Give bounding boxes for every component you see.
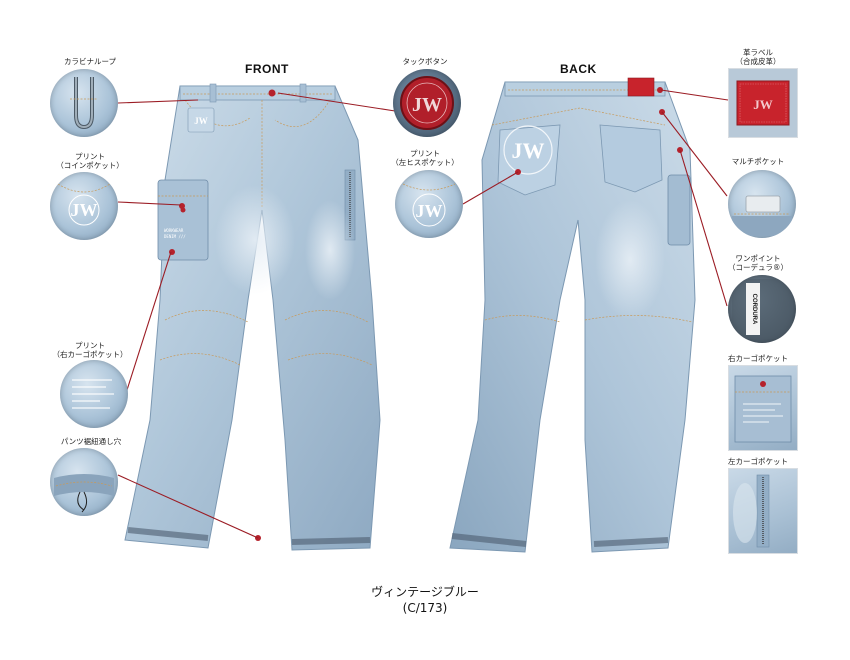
label-print-hip-line1: プリント — [410, 149, 440, 158]
color-name: ヴィンテージブルー — [371, 585, 479, 599]
svg-text:JW: JW — [512, 138, 545, 163]
label-leather-label-line1: 革ラベル — [743, 48, 773, 57]
label-leather-label-line2: （合成皮革） — [735, 57, 781, 66]
logo-jw-coin: JW — [71, 200, 98, 220]
label-one-point-line2: （コーデュラ®） — [728, 263, 788, 272]
callout-carabiner-loop — [50, 69, 118, 137]
svg-text:DENIM ///: DENIM /// — [164, 234, 186, 239]
back-view-title: BACK — [560, 62, 597, 76]
label-right-cargo: 右カーゴポケット — [728, 354, 788, 363]
front-view-title: FRONT — [245, 62, 289, 76]
label-print-cargo-line1: プリント — [75, 341, 105, 350]
label-tack-button: タックボタン — [402, 57, 448, 66]
label-hem-cord: パンツ裾紐通し穴 — [60, 437, 122, 446]
callout-left-cargo-pocket — [728, 468, 798, 554]
label-print-coin-line1: プリント — [75, 152, 105, 161]
callout-hem-cord-hole — [50, 448, 118, 516]
callout-right-cargo-pocket — [728, 365, 798, 451]
callout-tack-button: JW — [393, 69, 461, 137]
callout-cordura: CORDURA — [728, 275, 796, 343]
back-pants: JW — [449, 77, 696, 553]
label-multi-pocket: マルチポケット — [731, 157, 785, 166]
label-one-point-line1: ワンポイント — [735, 254, 781, 263]
leader-lines — [117, 89, 729, 539]
logo-jw-label: JW — [753, 97, 773, 112]
callout-print-hip-pocket: JW — [395, 170, 463, 238]
label-print-cargo-line2: （右カーゴポケット） — [52, 350, 128, 359]
label-carabiner-loop: カラビナループ — [63, 57, 117, 66]
svg-text:JW: JW — [194, 116, 208, 126]
front-pants: JW WORKWEAR DENIM /// — [124, 83, 381, 551]
label-print-hip-line2: （左ヒスポケット） — [391, 158, 459, 167]
logo-jw-hip: JW — [416, 201, 443, 221]
callout-multi-pocket — [728, 170, 796, 238]
cordura-tag-text: CORDURA — [751, 294, 757, 325]
logo-jw-button: JW — [412, 94, 442, 116]
callout-print-coin-pocket: JW — [50, 172, 118, 240]
callout-leather-label: JW — [728, 68, 798, 138]
label-print-coin-line2: （コインポケット） — [56, 161, 124, 170]
color-code: (C/173) — [402, 601, 448, 615]
label-left-cargo: 左カーゴポケット — [728, 457, 788, 466]
svg-text:WORKWEAR: WORKWEAR — [164, 228, 184, 233]
callout-print-right-cargo — [60, 360, 128, 428]
